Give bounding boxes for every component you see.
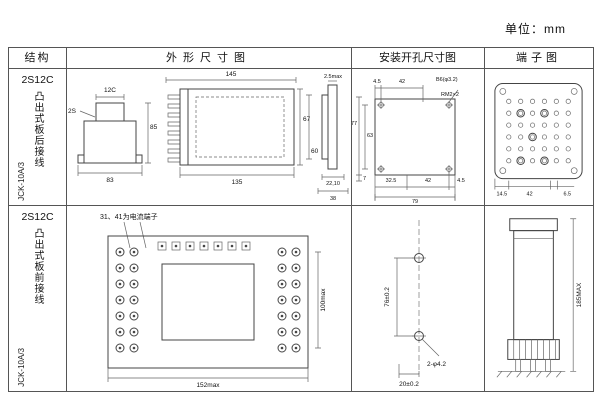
front-wiring-drawing: 31、41为电流端子: [100, 212, 327, 389]
header-install: 安装开孔尺寸图: [379, 52, 456, 64]
header-divider: [9, 68, 593, 69]
column-divider: [66, 48, 67, 391]
mount-type-label: 凸出式板后接线: [32, 91, 43, 168]
side-profile-drawing: 185MAX: [496, 218, 583, 378]
mount-type-label: 凸出式板前接线: [32, 228, 43, 305]
dim-32-5: 32.5: [386, 178, 397, 184]
terminal-diagram-front-wiring: 185MAX: [496, 218, 583, 378]
dim-60: 60: [311, 148, 319, 155]
terminal-diagram-rear-wiring: 14.5 42 6.5: [494, 82, 583, 197]
dim-77: 77: [351, 121, 357, 127]
dim-4-5-bottom: 4.5: [457, 178, 465, 184]
header-outline: 外形尺寸图: [166, 52, 251, 64]
column-divider: [484, 48, 485, 391]
dim-145: 145: [226, 71, 237, 78]
dim-76: 76±0.2: [384, 287, 391, 307]
dim-83: 83: [106, 177, 114, 184]
terminal-cell-row2: 185MAX: [484, 206, 593, 390]
dim-42-top: 42: [399, 79, 405, 85]
dim-4-5-top: 4.5: [373, 79, 381, 85]
dim-22-10: 22,10: [326, 181, 340, 187]
dim-152max: 152max: [196, 382, 220, 389]
dim-63: 63: [367, 133, 373, 139]
note-thread-spec: RM2×2: [441, 92, 459, 98]
dim-12c: 12C: [104, 87, 116, 94]
outline-side-view: 145 135 67 60: [165, 71, 319, 186]
install-drawing-rear-wiring: 4.5 42 B6(φ3.2) RM2×2 77 63 7 32.5 42 4.…: [351, 77, 465, 204]
dim-14-5: 14.5: [497, 191, 508, 197]
note-hole-spec: B6(φ3.2): [436, 77, 458, 83]
install-drawing-front-wiring: 76±0.2 2-φ4.2 20±0.2: [384, 220, 446, 388]
model-label: 2S12C: [21, 211, 54, 223]
model-label: 2S12C: [21, 74, 54, 86]
unit-label: 单位：mm: [505, 22, 566, 36]
outline-cell-row1: 12C 2S 83 85 145 135: [66, 69, 351, 204]
current-terminal-note: 31、41为电流端子: [100, 212, 158, 221]
dim-25max: 2.5max: [324, 74, 342, 80]
install-cell-row2: 76±0.2 2-φ4.2 20±0.2: [351, 206, 484, 390]
dim-7: 7: [363, 176, 366, 182]
terminal-socket-drawing: 14.5 42 6.5: [494, 82, 583, 197]
relay-code-label: JCK-10A/3: [17, 162, 26, 201]
dim-2s: 2S: [68, 108, 77, 115]
row-divider: [9, 205, 593, 206]
dim-38: 38: [330, 196, 336, 202]
dim-2-phi42: 2-φ4.2: [427, 361, 446, 368]
header-structure: 结构: [24, 52, 51, 64]
dim-42-terminal: 42: [527, 191, 533, 197]
outline-front-view: 12C 2S 83 85: [68, 87, 158, 184]
drawing-table: 结构 外形尺寸图 安装开孔尺寸图 端子图 2S12C 凸出式板后接线 JCK-1…: [8, 47, 594, 392]
dim-79: 79: [412, 199, 418, 204]
outline-drawing-rear-wiring: 12C 2S 83 85 145 135: [68, 71, 349, 202]
dim-135: 135: [232, 179, 243, 186]
column-divider: [351, 48, 352, 391]
outline-cell-row2: 31、41为电流端子: [66, 206, 351, 390]
dim-67: 67: [303, 116, 311, 123]
structure-cell-row2: 2S12C 凸出式板前接线 JCK-10A/3: [9, 206, 66, 390]
dim-85: 85: [150, 124, 158, 131]
dim-100max: 100max: [320, 288, 327, 312]
relay-code-label: JCK-10A/3: [17, 348, 26, 387]
panel-holes-drawing: 76±0.2 2-φ4.2 20±0.2: [384, 220, 446, 388]
install-cell-row1: 4.5 42 B6(φ3.2) RM2×2 77 63 7 32.5 42 4.…: [351, 69, 484, 204]
outline-profile-view: 2.5max 22,10 38: [317, 74, 349, 202]
dim-20: 20±0.2: [399, 381, 419, 388]
install-cutout-drawing: 4.5 42 B6(φ3.2) RM2×2 77 63 7 32.5 42 4.…: [351, 77, 465, 204]
structure-cell-row1: 2S12C 凸出式板后接线 JCK-10A/3: [9, 69, 66, 204]
dim-42-bottom: 42: [425, 178, 431, 184]
outline-drawing-front-wiring: 31、41为电流端子: [100, 212, 327, 389]
dim-6-5: 6.5: [563, 191, 571, 197]
dim-185max: 185MAX: [576, 282, 583, 307]
header-terminal: 端子图: [516, 52, 561, 64]
terminal-cell-row1: 14.5 42 6.5: [484, 69, 593, 204]
